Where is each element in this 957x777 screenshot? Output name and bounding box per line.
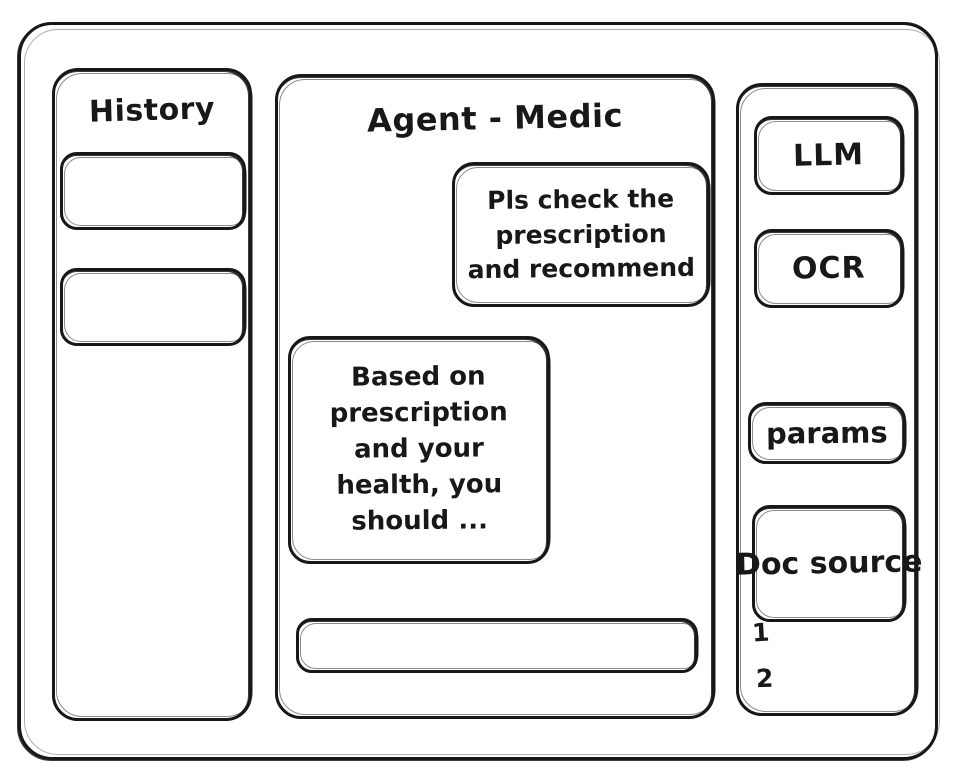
doc-source-ref-item[interactable]: 1 xyxy=(751,617,771,648)
tool-button-params-label: params xyxy=(765,415,889,451)
history-list-item[interactable] xyxy=(60,268,247,346)
agent-message-text: Based on prescription and your health, y… xyxy=(329,361,508,537)
doc-source-ref-item[interactable]: 2 xyxy=(755,663,774,694)
history-list-item[interactable] xyxy=(60,152,247,230)
tool-button-llm[interactable]: LLM xyxy=(754,116,905,195)
user-message-text: Pls check the prescription and recommend xyxy=(467,183,696,284)
tool-button-doc-source[interactable]: Doc source xyxy=(735,505,923,622)
tool-button-ocr[interactable]: OCR xyxy=(754,229,905,308)
tool-button-ocr-label: OCR xyxy=(791,250,867,287)
user-message-bubble: Pls check the prescription and recommend xyxy=(452,162,711,307)
tool-button-llm-label: LLM xyxy=(793,137,865,174)
tool-button-doc-source-label: Doc source xyxy=(735,544,923,583)
history-panel-title: History xyxy=(88,91,216,130)
agent-message-bubble: Based on prescription and your health, y… xyxy=(288,336,551,564)
message-composer-input[interactable] xyxy=(296,618,699,673)
tool-button-params[interactable]: params xyxy=(748,402,907,464)
